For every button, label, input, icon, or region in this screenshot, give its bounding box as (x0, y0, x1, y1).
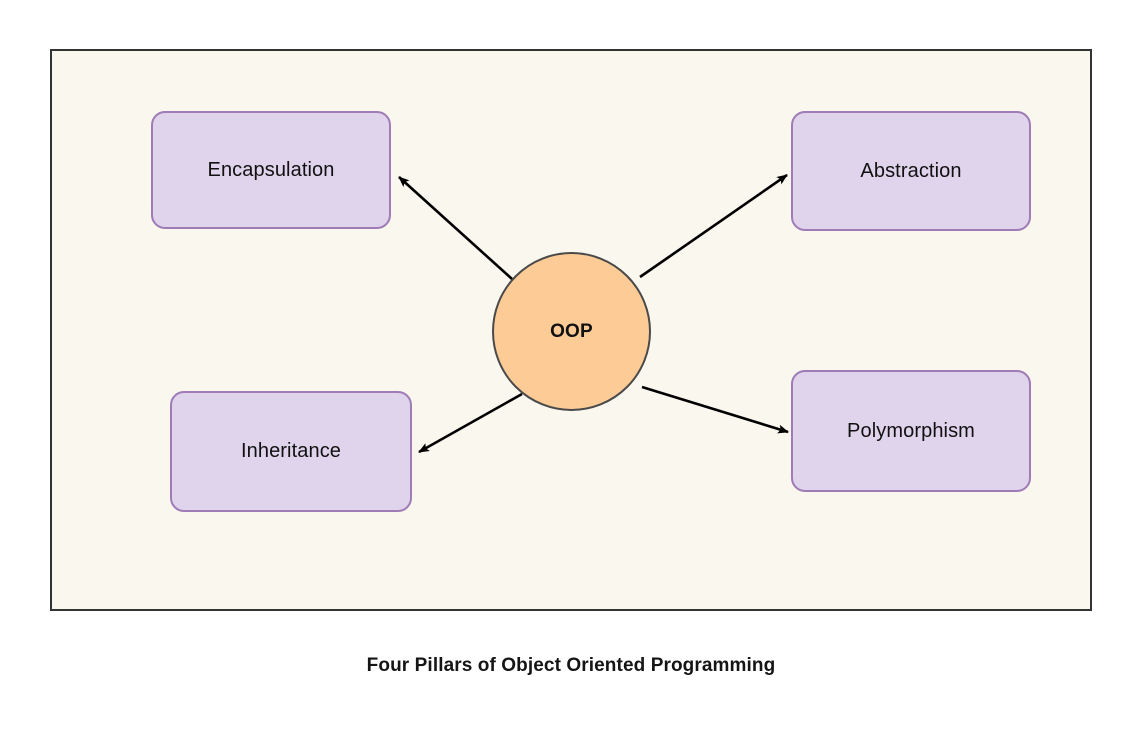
node-encapsulation[interactable]: Encapsulation (151, 111, 391, 229)
node-polymorphism-label: Polymorphism (847, 419, 975, 442)
node-polymorphism[interactable]: Polymorphism (791, 370, 1031, 492)
node-oop-center-label: OOP (550, 320, 593, 342)
node-inheritance[interactable]: Inheritance (170, 391, 412, 512)
diagram-caption: Four Pillars of Object Oriented Programm… (366, 655, 776, 676)
node-encapsulation-label: Encapsulation (207, 158, 335, 181)
node-abstraction[interactable]: Abstraction (791, 111, 1031, 231)
node-inheritance-label: Inheritance (240, 440, 342, 462)
node-abstraction-label: Abstraction (860, 159, 962, 182)
node-oop-center[interactable]: OOP (492, 252, 651, 411)
